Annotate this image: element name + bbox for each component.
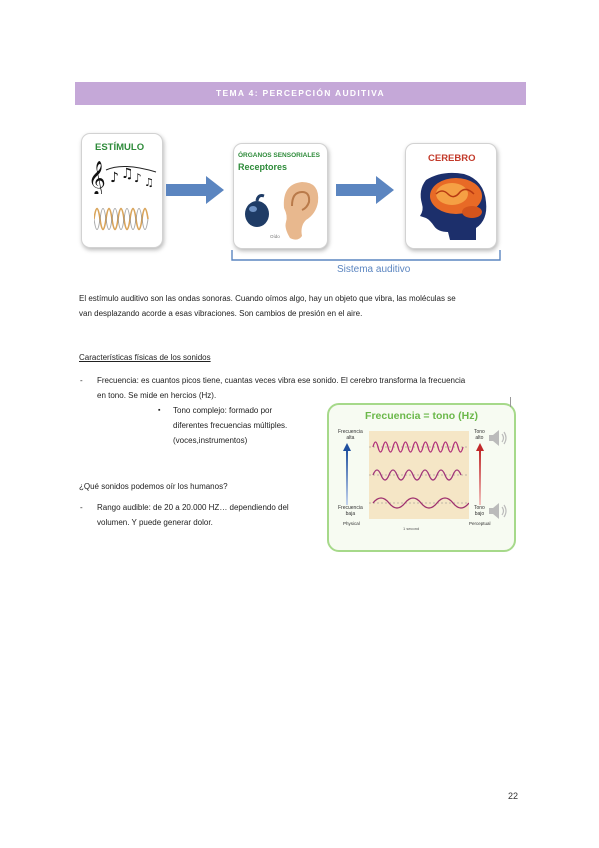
arrow-up-icon bbox=[476, 443, 484, 505]
eye-caption: Oído bbox=[270, 234, 280, 239]
eye-icon bbox=[245, 194, 269, 227]
complex-tone-line-3: (voces,instrumentos) bbox=[173, 436, 248, 445]
frequency-lead: Frecuencia: bbox=[97, 376, 139, 385]
system-bracket bbox=[231, 250, 501, 261]
arrow-right-icon bbox=[166, 176, 224, 204]
complex-tone-line-2: diferentes frecuencias múltiples. bbox=[173, 421, 288, 430]
svg-text:♫: ♫ bbox=[144, 176, 154, 189]
sound-wave-icon bbox=[94, 207, 149, 231]
time-caption: 1 second bbox=[403, 526, 420, 531]
brain-label: CEREBRO bbox=[428, 153, 476, 164]
chapter-title: TEMA 4: PERCEPCIÓN AUDITIVA bbox=[216, 88, 385, 98]
intro-line-2: van desplazando acorde a esas vibracione… bbox=[79, 309, 363, 318]
ear-icon bbox=[283, 182, 319, 240]
stimulus-label: ESTÍMULO bbox=[95, 142, 145, 153]
stimulus-box: ESTÍMULO 𝄞 ♪ ♫ ♪ ♫ bbox=[81, 133, 163, 248]
list-bullet: - bbox=[80, 503, 83, 512]
figure-title: Frecuencia = tono (Hz) bbox=[365, 410, 478, 422]
range-line-1: Rango audible: de 20 a 20.000 HZ… depend… bbox=[97, 503, 289, 512]
range-line-2: volumen. Y puede generar dolor. bbox=[97, 518, 213, 527]
list-bullet: - bbox=[80, 376, 83, 385]
page-number: 22 bbox=[508, 791, 519, 801]
svg-text:♪: ♪ bbox=[110, 170, 119, 186]
frequency-text: es cuantos picos tiene, cuantas veces vi… bbox=[138, 376, 466, 385]
section-heading: Características físicas de los sonidos bbox=[79, 353, 211, 362]
wave-curves bbox=[369, 441, 469, 509]
speaker-icon bbox=[489, 503, 507, 519]
arrow-right-icon bbox=[336, 176, 394, 204]
organs-label: ÓRGANOS SENSORIALES bbox=[238, 152, 320, 159]
intro-line-1: El estímulo auditivo son las ondas sonor… bbox=[79, 294, 456, 303]
complex-tone-line-1: Tono complejo: formado por bbox=[173, 406, 273, 415]
speaker-icon bbox=[489, 430, 507, 446]
figure-edge-mark bbox=[510, 397, 511, 407]
receptors-box: ÓRGANOS SENSORIALES Receptores Oído bbox=[233, 143, 328, 249]
svg-text:♪: ♪ bbox=[134, 171, 142, 185]
header-bar: TEMA 4: PERCEPCIÓN AUDITIVA bbox=[75, 82, 526, 105]
sub-bullet: ▪ bbox=[158, 407, 161, 414]
frequency-item: Frecuencia: es cuantos picos tiene, cuan… bbox=[97, 373, 465, 388]
frequency-line-2: en tono. Se mide en hercios (Hz). bbox=[97, 391, 217, 400]
physical-label: Physical bbox=[343, 521, 360, 526]
svg-text:♫: ♫ bbox=[121, 166, 134, 182]
perceptual-label: Perceptual bbox=[469, 521, 491, 526]
question-heading: ¿Qué sonidos podemos oír los humanos? bbox=[79, 482, 228, 491]
arrow-up-icon bbox=[343, 443, 351, 505]
music-notes-icon: 𝄞 ♪ ♫ ♪ ♫ bbox=[88, 161, 157, 194]
brain-head-icon bbox=[420, 172, 487, 240]
brain-box: CEREBRO bbox=[405, 143, 497, 249]
receptors-label: Receptores bbox=[238, 162, 288, 172]
svg-text:𝄞: 𝄞 bbox=[88, 161, 106, 194]
system-label: Sistema auditivo bbox=[337, 264, 411, 275]
